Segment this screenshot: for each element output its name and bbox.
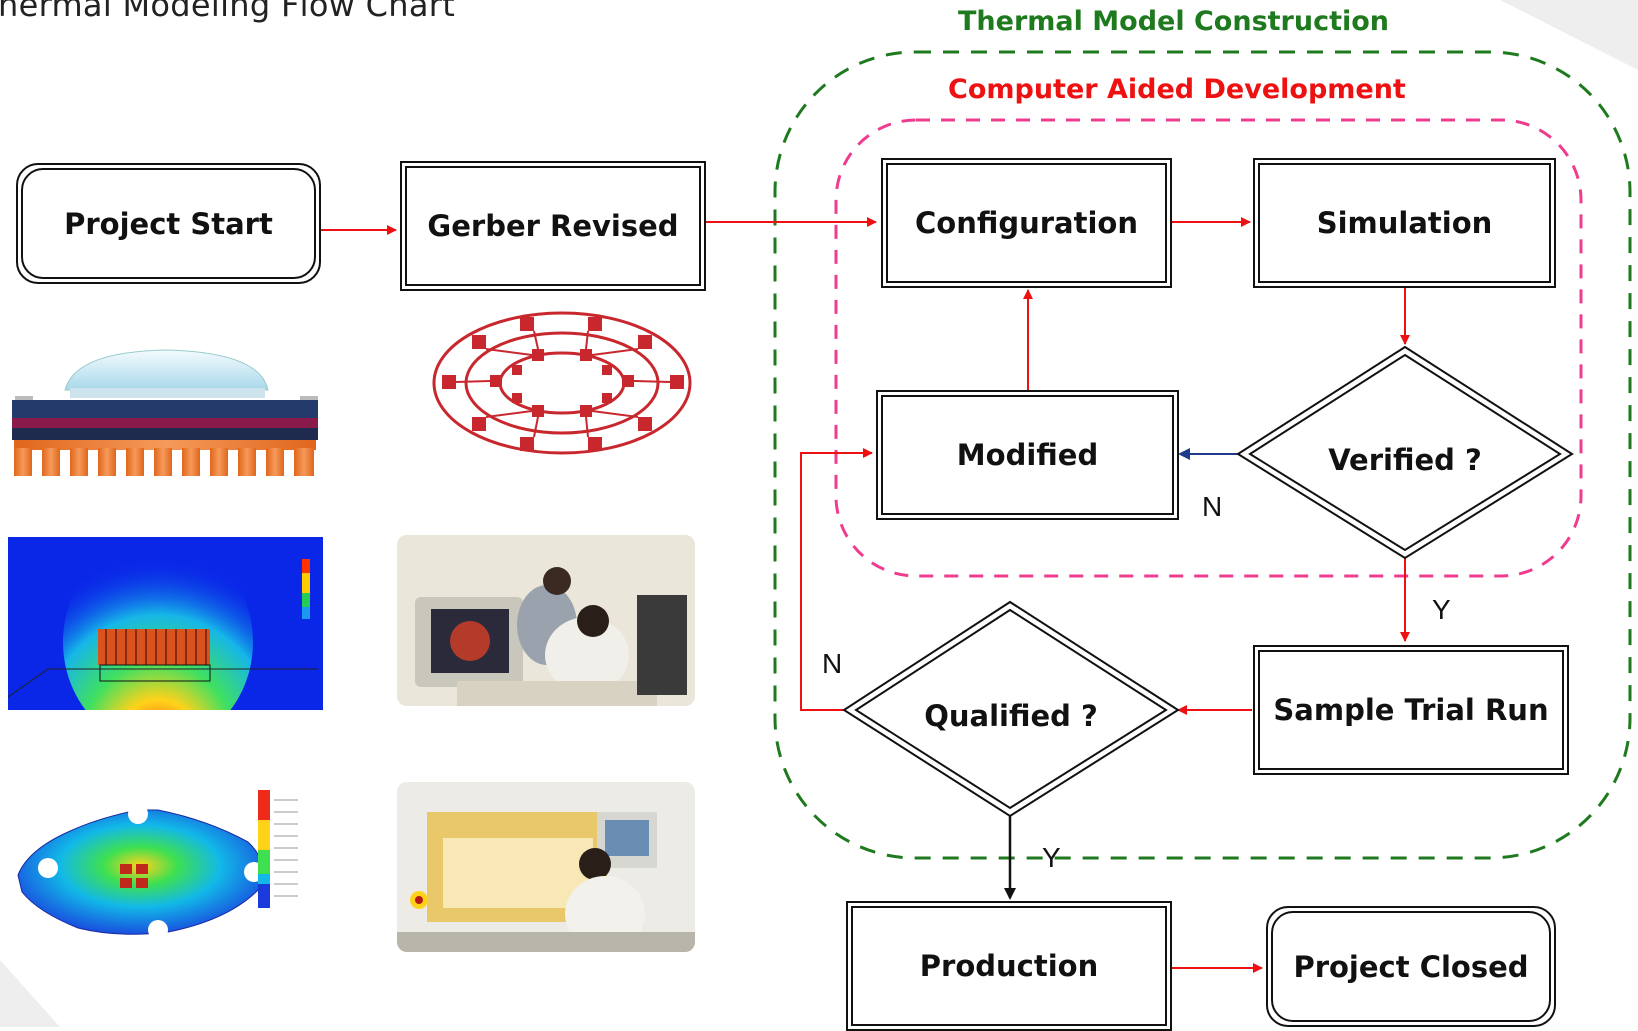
qualified-no-label: N <box>822 648 843 679</box>
arrow-qualified-no-to-modified <box>800 448 873 711</box>
production-box: Production <box>846 901 1172 1031</box>
project-start-label: Project Start <box>64 206 273 241</box>
verified-label: Verified ? <box>1328 443 1482 477</box>
airflow-simulation-image <box>8 537 323 710</box>
thermal-plate-contour-image <box>8 780 318 950</box>
project-closed-box: Project Closed <box>1266 906 1556 1027</box>
project-start-box: Project Start <box>16 163 321 284</box>
led-heatsink-cross-section-image <box>10 338 320 478</box>
configuration-label: Configuration <box>915 206 1138 240</box>
engineer-at-machine-photo <box>397 782 695 952</box>
page-title: hermal Modeling Flow Chart <box>0 0 456 24</box>
verified-yes-label: Y <box>1432 594 1451 625</box>
qualified-yes-label: Y <box>1042 842 1061 873</box>
verified-diamond <box>1236 345 1574 560</box>
thermal-group-border <box>773 50 1632 860</box>
pcb-layout-ring-image <box>412 305 712 465</box>
modified-label: Modified <box>956 438 1099 472</box>
cad-group-border <box>834 118 1583 578</box>
engineers-at-computer-photo <box>397 535 695 706</box>
project-closed-label: Project Closed <box>1293 949 1529 984</box>
gerber-revised-label: Gerber Revised <box>427 209 679 243</box>
simulation-box: Simulation <box>1253 158 1556 288</box>
sample-trial-run-label: Sample Trial Run <box>1273 693 1549 727</box>
simulation-label: Simulation <box>1316 206 1493 240</box>
thermal-group-label: Thermal Model Construction <box>958 6 1390 37</box>
qualified-diamond <box>842 600 1180 818</box>
verified-no-label: N <box>1202 491 1223 522</box>
cad-group-label: Computer Aided Development <box>948 74 1406 105</box>
production-label: Production <box>919 949 1099 983</box>
configuration-box: Configuration <box>881 158 1172 288</box>
gerber-revised-box: Gerber Revised <box>400 161 706 291</box>
verified-diamond-inner <box>1248 353 1562 552</box>
qualified-label: Qualified ? <box>924 699 1098 733</box>
sample-trial-run-box: Sample Trial Run <box>1253 645 1569 775</box>
qualified-diamond-inner <box>854 608 1168 810</box>
modified-box: Modified <box>876 390 1179 520</box>
